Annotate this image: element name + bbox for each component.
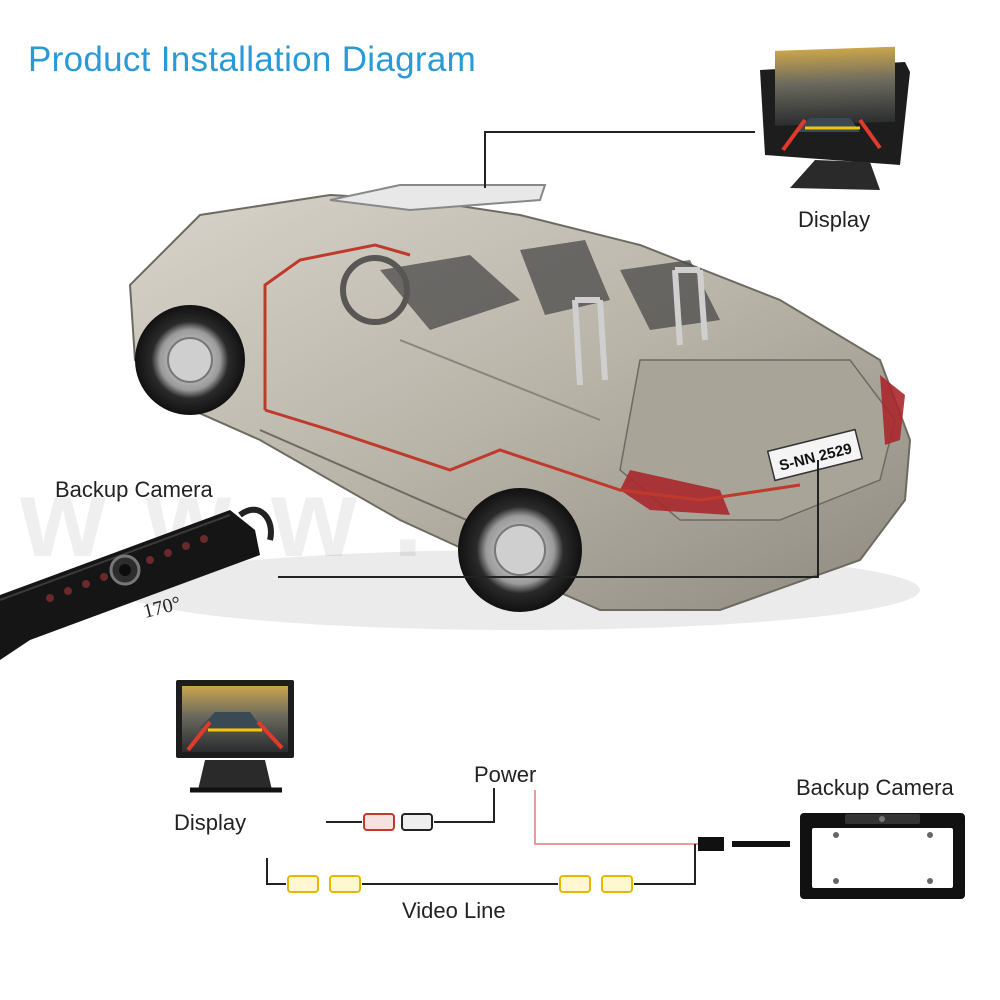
callout-lines — [278, 131, 819, 578]
page-title: Product Installation Diagram — [28, 40, 477, 79]
car-illustration: S-NN 2529 — [120, 184, 920, 630]
bottom-camera-label: Backup Camera — [796, 775, 954, 800]
top-display-monitor — [760, 46, 910, 190]
top-display-label: Display — [798, 207, 871, 232]
top-camera-label: Backup Camera — [55, 477, 213, 502]
video-wire — [266, 837, 790, 893]
power-wire — [326, 788, 700, 845]
power-label: Power — [474, 762, 537, 787]
bottom-display-monitor — [176, 680, 294, 793]
backup-camera-bar — [0, 506, 274, 660]
plate-frame-camera — [800, 813, 965, 899]
video-line-label: Video Line — [402, 898, 506, 923]
bottom-display-label: Display — [174, 810, 247, 835]
